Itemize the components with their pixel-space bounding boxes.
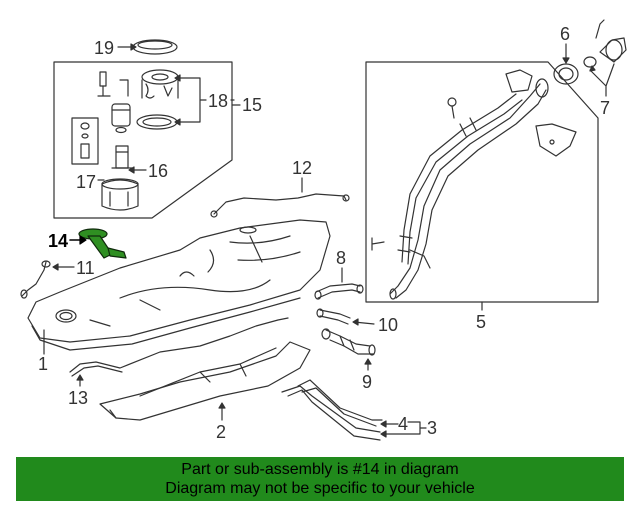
callout-5: 5 bbox=[476, 312, 486, 332]
part-17-filter-kit bbox=[71, 117, 99, 165]
callout-13: 13 bbox=[68, 388, 88, 408]
part-6-filler-ring bbox=[553, 63, 579, 85]
banner-line-2: Diagram may not be specific to your vehi… bbox=[165, 480, 475, 497]
part-10-hose bbox=[316, 308, 351, 325]
fuel-pump-subassembly-frame bbox=[53, 61, 233, 219]
callout-16: 16 bbox=[148, 161, 168, 181]
leader-18 bbox=[177, 77, 207, 123]
info-banner: Part or sub-assembly is #14 in diagram D… bbox=[16, 457, 624, 501]
callout-10: 10 bbox=[378, 315, 398, 335]
callout-7: 7 bbox=[600, 98, 610, 118]
part-14-fuel-sender-highlighted bbox=[78, 228, 127, 259]
parts-diagram: 1 2 3 4 5 6 7 8 9 10 11 12 13 14 15 16 1… bbox=[20, 19, 627, 442]
callout-1: 1 bbox=[38, 354, 48, 374]
part-3-4-tank-straps bbox=[281, 379, 383, 441]
banner-line-1: Part or sub-assembly is #14 in diagram bbox=[181, 461, 459, 478]
part-13-fuel-line bbox=[69, 317, 289, 373]
part-1-fuel-tank bbox=[27, 219, 331, 351]
part-12-fuel-line bbox=[213, 193, 347, 215]
part-18-sender-unit bbox=[97, 69, 179, 130]
callout-12: 12 bbox=[292, 158, 312, 178]
leader-3 bbox=[385, 421, 427, 435]
part-7-fuel-cap bbox=[583, 19, 627, 68]
part-5-filler-pipe bbox=[371, 69, 577, 300]
leader-7 bbox=[589, 63, 615, 97]
callout-11: 11 bbox=[76, 258, 95, 278]
callout-4: 4 bbox=[398, 414, 408, 434]
callout-3: 3 bbox=[427, 418, 437, 438]
part-8-hose bbox=[314, 283, 364, 300]
part-fuel-strainer bbox=[101, 178, 139, 211]
part-2-skid-plate bbox=[99, 341, 311, 421]
callout-14: 14 bbox=[48, 231, 68, 251]
part-16-fuel-pump bbox=[111, 145, 133, 169]
callout-17: 17 bbox=[76, 172, 96, 192]
callout-6: 6 bbox=[560, 24, 570, 44]
callout-9: 9 bbox=[362, 372, 372, 392]
callout-8: 8 bbox=[336, 248, 346, 268]
part-9-hose bbox=[321, 328, 376, 356]
callout-15: 15 bbox=[242, 95, 262, 115]
callout-19: 19 bbox=[94, 38, 114, 58]
filler-neck-frame bbox=[365, 61, 599, 303]
callout-18: 18 bbox=[208, 91, 228, 111]
callout-labels: 1 2 3 4 5 6 7 8 9 10 11 12 13 14 15 16 1… bbox=[38, 24, 610, 442]
callout-2: 2 bbox=[216, 422, 226, 442]
part-pump-body bbox=[111, 103, 131, 134]
